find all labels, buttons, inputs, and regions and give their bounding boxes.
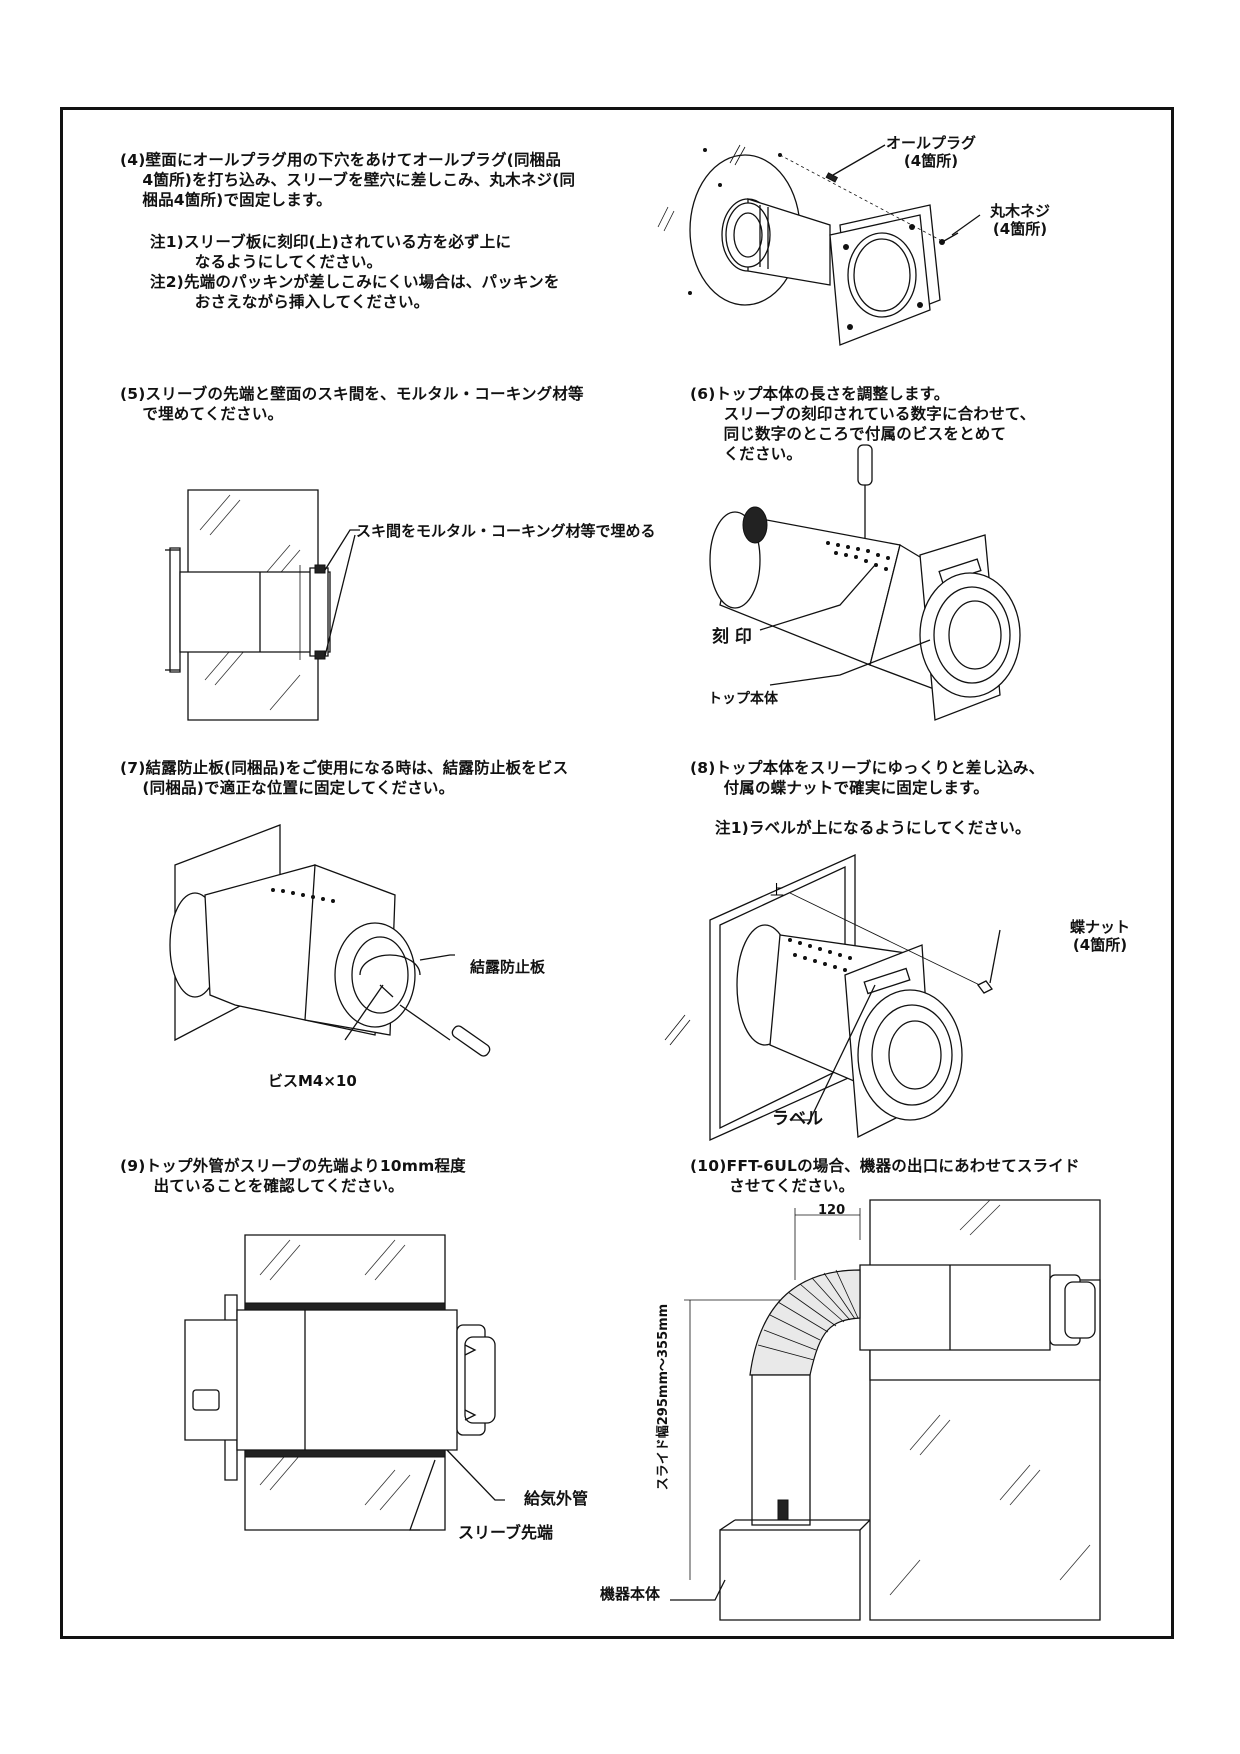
page-frame	[60, 107, 1174, 1639]
step8-illustration: 上	[660, 845, 1130, 1165]
step4-screw-label: 丸木ネジ (4箇所)	[990, 202, 1051, 238]
step8-nut-label: 蝶ナット (4箇所)	[1070, 918, 1131, 954]
plate-mark: 上	[770, 883, 784, 899]
step7-text: (7)結露防止板(同梱品)をご使用になる時は、結露防止板をビス (同梱品)で適正…	[120, 759, 569, 797]
wood-screw	[944, 233, 958, 241]
step10-body-label: 機器本体	[600, 1585, 661, 1603]
step4-text: (4)壁面にオールプラグ用の下穴をあけてオールプラグ(同梱品 4箇所)を打ち込み…	[120, 151, 576, 209]
label-tag	[864, 968, 910, 993]
step5-illustration	[160, 490, 720, 720]
step10-dim-120: 120	[818, 1203, 846, 1218]
step9-illustration	[165, 1235, 585, 1535]
sleeve-body	[180, 572, 330, 652]
appliance-body	[720, 1530, 860, 1620]
wall-section	[870, 1200, 1100, 1620]
step6-text: (6)トップ本体の長さを調整します。 スリーブの刻印されている数字に合わせて、 …	[690, 385, 1036, 463]
mark-leader	[760, 565, 875, 630]
step8-note1: 注1)ラベルが上になるようにしてください。	[715, 819, 1031, 837]
top-outer	[860, 1265, 1050, 1350]
step7-plate-label: 結露防止板	[470, 958, 546, 976]
flex-elbow	[750, 1270, 860, 1375]
top-leader	[770, 640, 930, 685]
step10-dim-slide: スライド幅295mm～355mm	[656, 1303, 672, 1491]
step7-screw-label: ビスM4×10	[268, 1072, 357, 1090]
step8-text: (8)トップ本体をスリーブにゆっくりと差し込み、 付属の蝶ナットで確実に固定しま…	[690, 759, 1045, 797]
step4-plug-label: オールプラグ (4箇所)	[886, 134, 977, 170]
step6-top-label: トップ本体	[708, 691, 778, 707]
step6-mark-label: 刻 印	[712, 627, 752, 647]
step10-text: (10)FFT-6ULの場合、機器の出口にあわせてスライド させてください。	[690, 1157, 1080, 1195]
step7-illustration	[165, 825, 565, 1105]
screwdriver	[450, 1024, 491, 1058]
step4-note1: 注1)スリーブ板に刻印(上)されている方を必ず上に なるようにしてください。	[150, 233, 512, 271]
step10-illustration	[660, 1200, 1120, 1620]
step9-sleeve-tip-label: スリーブ先端	[458, 1523, 554, 1542]
anti-condensation-plate	[352, 937, 408, 1013]
step4-note2: 注2)先端のパッキンが差しこみにくい場合は、パッキンを おさえながら挿入してくだ…	[150, 273, 560, 311]
wing-nut	[978, 981, 992, 993]
top-outer	[237, 1310, 457, 1450]
step4-illustration	[650, 135, 1090, 395]
step6-illustration	[700, 445, 1120, 755]
step5-gap-label: スキ間をモルタル・コーキング材等で埋める	[356, 522, 656, 540]
wall-plug	[826, 173, 837, 182]
step9-text: (9)トップ外管がスリーブの先端より10mm程度 出ていることを確認してください…	[120, 1157, 466, 1195]
step9-outer-label: 給気外管	[524, 1489, 589, 1508]
step5-text: (5)スリーブの先端と壁面のスキ間を、モルタル・コーキング材等 で埋めてください…	[120, 385, 584, 423]
step8-label-label: ラベル	[772, 1109, 823, 1129]
